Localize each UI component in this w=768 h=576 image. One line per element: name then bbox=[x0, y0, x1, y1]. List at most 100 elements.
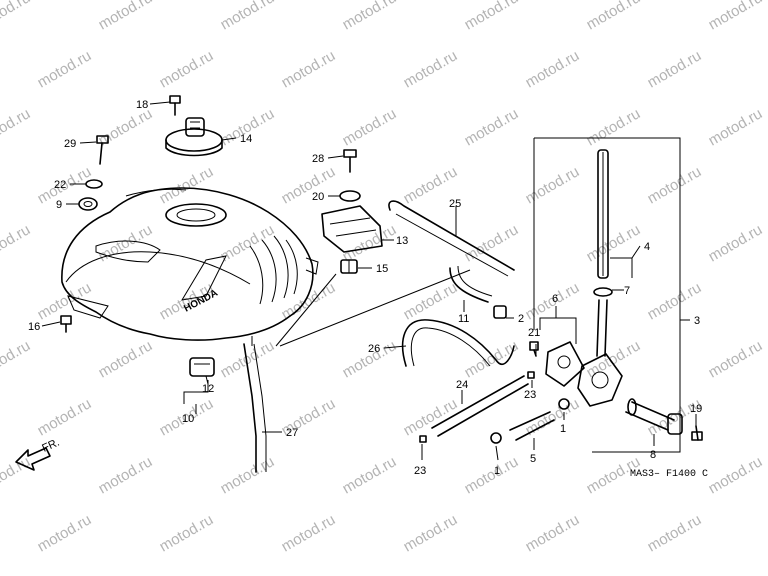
watermark-text: motod.ru bbox=[584, 105, 644, 149]
watermark-text: motod.ru bbox=[279, 47, 339, 91]
watermark-text: motod.ru bbox=[0, 221, 33, 265]
watermark-text: motod.ru bbox=[584, 221, 644, 265]
part-6 bbox=[545, 341, 585, 387]
callout-29: 29 bbox=[64, 138, 76, 150]
callout-18: 18 bbox=[136, 99, 148, 111]
watermark-text: motod.ru bbox=[0, 337, 33, 381]
watermark-text: motod.ru bbox=[157, 47, 217, 91]
clip-1b bbox=[558, 398, 570, 410]
callout-1b: 1 bbox=[560, 423, 566, 435]
callout-24: 24 bbox=[456, 379, 468, 391]
watermark-text: motod.ru bbox=[279, 163, 339, 207]
watermark-text: motod.ru bbox=[462, 0, 522, 33]
grommet-9 bbox=[78, 197, 98, 211]
watermark-text: motod.ru bbox=[96, 337, 156, 381]
callout-1a: 1 bbox=[494, 465, 500, 477]
watermark-text: motod.ru bbox=[340, 105, 400, 149]
callout-5: 5 bbox=[530, 453, 536, 465]
watermark-text: motod.ru bbox=[218, 453, 278, 497]
part-12 bbox=[189, 357, 215, 377]
watermark-text: motod.ru bbox=[96, 0, 156, 33]
bolt-19 bbox=[691, 425, 703, 441]
bolt-21 bbox=[529, 341, 539, 357]
watermark-text: motod.ru bbox=[340, 453, 400, 497]
watermark-text: motod.ru bbox=[96, 453, 156, 497]
bolt-28 bbox=[343, 149, 357, 173]
watermark-text: motod.ru bbox=[462, 105, 522, 149]
hose-11 bbox=[449, 267, 489, 303]
pump-tube-4 bbox=[597, 149, 609, 279]
callout-3: 3 bbox=[694, 315, 700, 327]
callout-11: 11 bbox=[458, 313, 469, 325]
callout-13: 13 bbox=[396, 235, 408, 247]
watermark-text: motod.ru bbox=[401, 511, 461, 555]
washer-22 bbox=[85, 179, 103, 189]
watermark-text: motod.ru bbox=[157, 511, 217, 555]
callout-22: 22 bbox=[54, 179, 66, 191]
callout-4: 4 bbox=[644, 241, 650, 253]
watermark-text: motod.ru bbox=[462, 221, 522, 265]
watermark-text: motod.ru bbox=[340, 221, 400, 265]
filler-cap bbox=[165, 117, 223, 157]
watermark-text: motod.ru bbox=[584, 0, 644, 33]
watermark-text: motod.ru bbox=[706, 453, 766, 497]
watermark-text: motod.ru bbox=[523, 163, 583, 207]
callout-20: 20 bbox=[312, 191, 324, 203]
watermark-text: motod.ru bbox=[340, 0, 400, 33]
watermark-text: motod.ru bbox=[645, 511, 705, 555]
watermark-text: motod.ru bbox=[706, 105, 766, 149]
callout-27: 27 bbox=[286, 427, 298, 439]
watermark-text: motod.ru bbox=[279, 511, 339, 555]
callout-12: 12 bbox=[202, 383, 214, 395]
bracket-13 bbox=[321, 205, 383, 253]
washer-20 bbox=[339, 190, 361, 202]
watermark-text: motod.ru bbox=[0, 0, 33, 33]
callout-25: 25 bbox=[449, 198, 461, 210]
watermark-text: motod.ru bbox=[157, 163, 217, 207]
watermark-text: motod.ru bbox=[645, 395, 705, 439]
tube-5 bbox=[509, 411, 555, 441]
watermark-text: motod.ru bbox=[0, 105, 33, 149]
watermark-text: motod.ru bbox=[218, 221, 278, 265]
front-arrow-label: FR. bbox=[40, 437, 61, 455]
watermark-text: motod.ru bbox=[35, 395, 95, 439]
callout-15: 15 bbox=[376, 263, 388, 275]
watermark-text: motod.ru bbox=[35, 47, 95, 91]
watermark-text: motod.ru bbox=[523, 511, 583, 555]
watermark-text: motod.ru bbox=[462, 337, 522, 381]
watermark-text: motod.ru bbox=[706, 0, 766, 33]
watermark-text: motod.ru bbox=[706, 337, 766, 381]
joint-2 bbox=[493, 305, 507, 319]
callout-16: 16 bbox=[28, 321, 40, 333]
callout-9: 9 bbox=[56, 199, 62, 211]
watermark-text: motod.ru bbox=[645, 163, 705, 207]
callout-26: 26 bbox=[368, 343, 380, 355]
watermark-text: motod.ru bbox=[35, 279, 95, 323]
callout-23a: 23 bbox=[414, 465, 426, 477]
fuel-tank: HONDA bbox=[61, 187, 319, 341]
watermark-text: motod.ru bbox=[401, 47, 461, 91]
callout-2: 2 bbox=[518, 313, 524, 325]
callout-21: 21 bbox=[528, 327, 540, 339]
watermark-text: motod.ru bbox=[218, 0, 278, 33]
watermark-text: motod.ru bbox=[645, 47, 705, 91]
callout-19: 19 bbox=[690, 403, 702, 415]
watermark-text: motod.ru bbox=[523, 47, 583, 91]
clip-1a bbox=[490, 432, 502, 444]
watermark-text: motod.ru bbox=[462, 453, 522, 497]
callout-10: 10 bbox=[182, 413, 194, 425]
hose-25 bbox=[388, 200, 515, 271]
leader-lines bbox=[41, 101, 697, 461]
watermark-text: motod.ru bbox=[706, 221, 766, 265]
watermark-text: motod.ru bbox=[0, 453, 33, 497]
diagram-code: MAS3– F1400 C bbox=[630, 469, 708, 480]
callout-7: 7 bbox=[624, 285, 630, 297]
hose-26 bbox=[401, 319, 515, 367]
callouts: 18 14 29 22 9 16 28 20 13 15 25 11 2 26 … bbox=[28, 99, 702, 477]
watermark-text: motod.ru bbox=[584, 337, 644, 381]
watermark-text: motod.ru bbox=[218, 337, 278, 381]
watermark-text: motod.ru bbox=[35, 511, 95, 555]
hose-8 bbox=[625, 398, 683, 435]
watermark-text: motod.ru bbox=[523, 395, 583, 439]
